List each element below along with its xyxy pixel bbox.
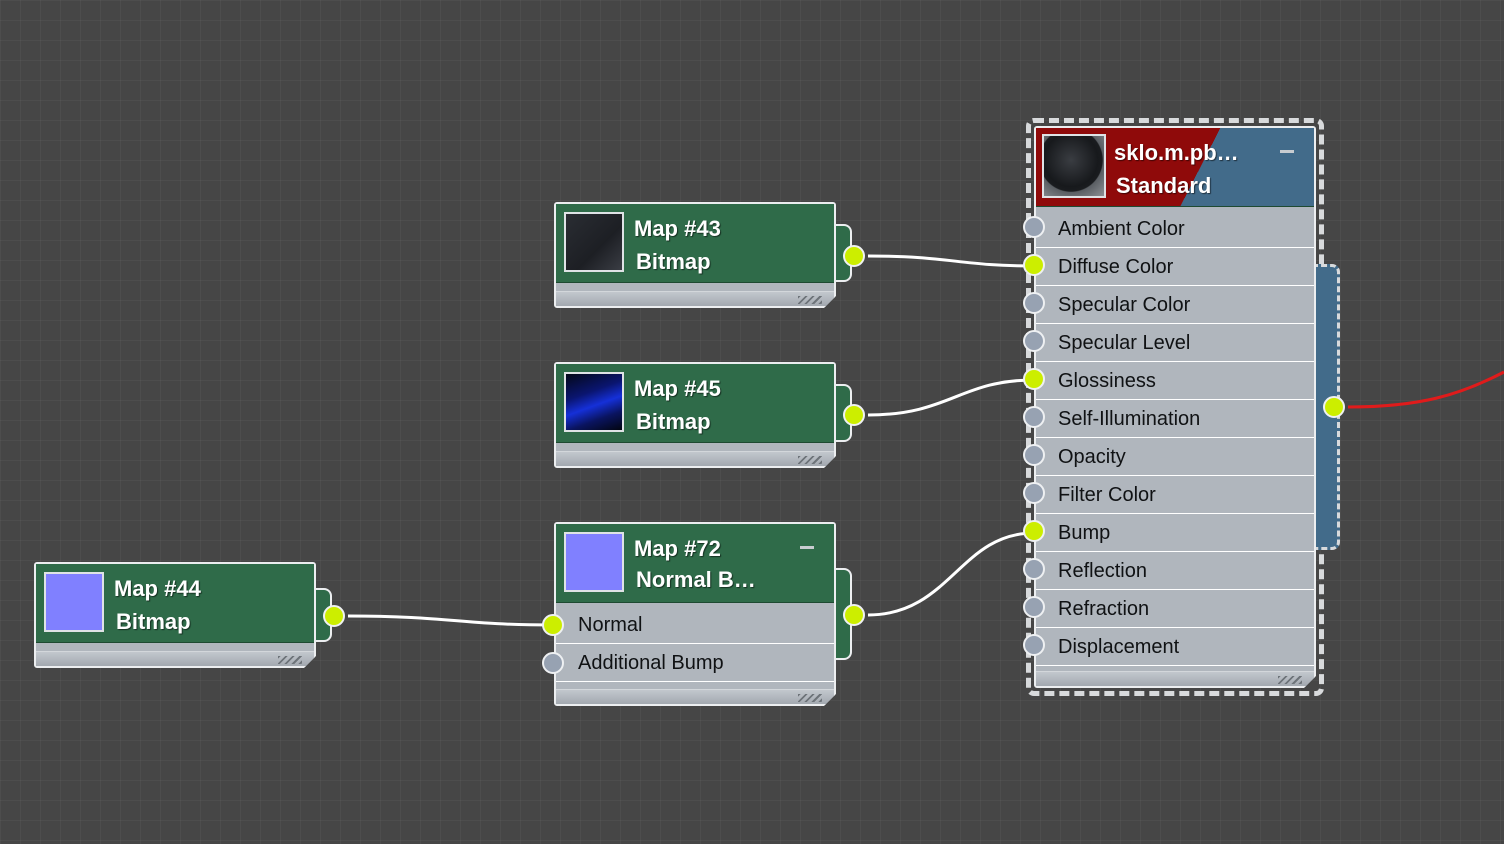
input-label: Specular Color — [1058, 294, 1191, 316]
input-row-displacement[interactable]: Displacement — [1036, 628, 1314, 666]
input-label: Displacement — [1058, 636, 1180, 658]
map-thumbnail — [564, 532, 624, 592]
input-socket-displacement[interactable] — [1023, 634, 1045, 656]
node-header[interactable]: Map #44 Bitmap — [36, 564, 314, 643]
input-label: Refraction — [1058, 598, 1150, 620]
input-socket-additional-bump[interactable] — [542, 652, 564, 674]
output-socket[interactable] — [843, 604, 865, 626]
input-row[interactable]: Normal — [556, 606, 834, 644]
node-header[interactable]: Map #72 Normal B… — [556, 524, 834, 603]
input-row-glossiness[interactable]: Glossiness — [1036, 362, 1314, 400]
input-socket-normal[interactable] — [542, 614, 564, 636]
input-row-diffuse-color[interactable]: Diffuse Color — [1036, 248, 1314, 286]
output-socket[interactable] — [843, 245, 865, 267]
input-row-specular-color[interactable]: Specular Color — [1036, 286, 1314, 324]
input-label: Ambient Color — [1058, 218, 1185, 240]
node-type: Bitmap — [636, 249, 711, 274]
input-row-reflection[interactable]: Reflection — [1036, 552, 1314, 590]
input-label: Specular Level — [1058, 332, 1191, 354]
node-body[interactable]: Map #43 Bitmap — [554, 202, 836, 308]
node-title: Map #72 — [634, 536, 721, 561]
material-type: Standard — [1116, 173, 1212, 198]
input-socket-bump[interactable] — [1023, 520, 1045, 542]
wire-map43-to-diffuse[interactable] — [867, 254, 1035, 268]
input-label: Bump — [1058, 522, 1111, 544]
output-socket[interactable] — [323, 605, 345, 627]
map-thumbnail — [564, 372, 624, 432]
node-footer — [556, 451, 834, 466]
map-thumbnail — [564, 212, 624, 272]
node-type: Normal B… — [636, 567, 756, 592]
input-label: Filter Color — [1058, 484, 1156, 506]
input-row-opacity[interactable]: Opacity — [1036, 438, 1314, 476]
resize-grip-icon[interactable] — [1278, 676, 1302, 684]
input-socket-specular-color[interactable] — [1023, 292, 1045, 314]
node-type: Bitmap — [636, 409, 711, 434]
input-label: Glossiness — [1058, 370, 1156, 392]
resize-grip-icon[interactable] — [798, 296, 822, 304]
map-thumbnail — [44, 572, 104, 632]
output-socket[interactable] — [1323, 396, 1345, 418]
node-footer — [1036, 671, 1314, 686]
input-socket-specular-level[interactable] — [1023, 330, 1045, 352]
input-label: Diffuse Color — [1058, 256, 1174, 278]
wire-map44-to-normal[interactable] — [347, 614, 554, 627]
node-footer — [556, 291, 834, 306]
material-name: sklo.m.pb… — [1114, 140, 1239, 165]
input-label: Opacity — [1058, 446, 1126, 468]
input-label: Additional Bump — [578, 652, 724, 674]
input-row-ambient-color[interactable]: Ambient Color — [1036, 210, 1314, 248]
node-title: Map #43 — [634, 216, 721, 241]
input-label: Normal — [578, 614, 643, 636]
wire-map45-to-glossiness[interactable] — [867, 378, 1035, 417]
input-row-bump[interactable]: Bump — [1036, 514, 1314, 552]
node-title: Map #44 — [114, 576, 201, 601]
node-type: Bitmap — [116, 609, 191, 634]
input-row-refraction[interactable]: Refraction — [1036, 590, 1314, 628]
input-row-self-illumination[interactable]: Self-Illumination — [1036, 400, 1314, 438]
wire-map72-to-bump[interactable] — [867, 531, 1035, 617]
input-socket-filter-color[interactable] — [1023, 482, 1045, 504]
node-header[interactable]: Map #43 Bitmap — [556, 204, 834, 283]
node-body[interactable]: Map #72 Normal B… Normal Additional Bump — [554, 522, 836, 706]
resize-grip-icon[interactable] — [798, 694, 822, 702]
input-socket-ambient-color[interactable] — [1023, 216, 1045, 238]
output-socket[interactable] — [843, 404, 865, 426]
input-socket-refraction[interactable] — [1023, 596, 1045, 618]
node-header[interactable]: Map #45 Bitmap — [556, 364, 834, 443]
input-socket-self-illumination[interactable] — [1023, 406, 1045, 428]
input-socket-reflection[interactable] — [1023, 558, 1045, 580]
input-socket-diffuse-color[interactable] — [1023, 254, 1045, 276]
node-footer — [556, 689, 834, 704]
node-title: Map #45 — [634, 376, 721, 401]
input-socket-opacity[interactable] — [1023, 444, 1045, 466]
input-label: Self-Illumination — [1058, 408, 1201, 430]
input-row-filter-color[interactable]: Filter Color — [1036, 476, 1314, 514]
node-footer — [36, 651, 314, 666]
input-row[interactable]: Additional Bump — [556, 644, 834, 682]
node-body[interactable]: Map #45 Bitmap — [554, 362, 836, 468]
node-header[interactable]: sklo.m.pb… Standard — [1036, 128, 1314, 207]
material-thumbnail — [1042, 134, 1106, 198]
input-label: Reflection — [1058, 560, 1147, 582]
resize-grip-icon[interactable] — [278, 656, 302, 664]
minimize-icon[interactable] — [1280, 150, 1294, 153]
input-row-specular-level[interactable]: Specular Level — [1036, 324, 1314, 362]
minimize-icon[interactable] — [800, 546, 814, 549]
node-body[interactable]: sklo.m.pb… Standard Ambient Color Diffus… — [1034, 126, 1316, 688]
node-body[interactable]: Map #44 Bitmap — [34, 562, 316, 668]
resize-grip-icon[interactable] — [798, 456, 822, 464]
input-socket-glossiness[interactable] — [1023, 368, 1045, 390]
wire-material-output[interactable] — [1347, 370, 1504, 409]
